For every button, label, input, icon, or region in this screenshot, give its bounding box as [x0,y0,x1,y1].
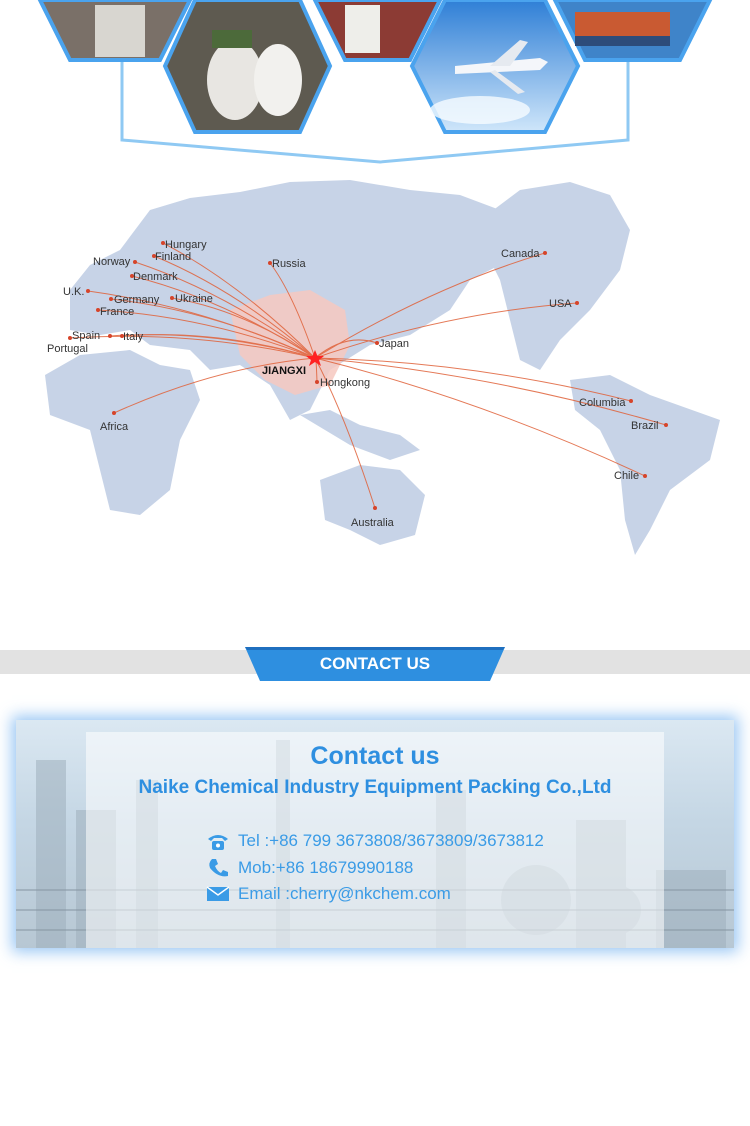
dot-denmark [130,274,134,278]
dot-spain [108,334,112,338]
dot-africa [112,411,116,415]
dot-australia [373,506,377,510]
bags-photo [162,0,333,134]
phone-icon [208,835,228,850]
label-australia: Australia [351,517,395,529]
continents [45,180,720,555]
dot-u-k [86,289,90,293]
route-finland [153,255,316,359]
route-italy [121,334,316,359]
email-row: Email :cherry@nkchem.com [206,884,451,904]
route-france [97,309,316,359]
dot-portugal [68,336,72,340]
mobile-icon [209,859,228,877]
label-africa: Africa [100,421,129,433]
dot-ukraine [170,296,174,300]
dot-japan [375,341,379,345]
label-japan: Japan [379,338,409,350]
warehouse-photo [37,0,193,62]
label-italy: Italy [123,331,144,343]
dot-chile [643,474,647,478]
cargo-ship-photo [552,0,713,62]
route-germany [110,298,316,359]
label-finland: Finland [155,251,191,263]
label-chile: Chile [614,470,639,482]
company-name: Naike Chemical Industry Equipment Packin… [138,777,612,798]
dot-usa [575,301,579,305]
mobile-row: Mob:+86 18679990188 [206,858,413,878]
label-canada: Canada [501,248,540,260]
route-australia [314,357,376,509]
contact-card: Contact us Naike Chemical Industry Equip… [16,720,734,948]
loading-photo [312,0,443,62]
dot-canada [543,251,547,255]
label-norway: Norway [93,256,131,268]
route-canada [314,252,546,359]
route-norway [134,261,316,359]
dot-hongkong [315,380,319,384]
route-chile [314,357,646,477]
label-spain: Spain [72,330,100,342]
label-hongkong: Hongkong [320,377,370,389]
label-denmark: Denmark [133,271,178,283]
route-columbia [314,357,632,402]
tel-row: Tel :+86 799 3673808/3673809/3673812 [206,831,544,851]
origin-label: JIANGXI [262,365,306,377]
route-hungary [162,242,316,359]
route-ukraine [171,297,316,359]
label-france: France [100,306,134,318]
dot-brazil [664,423,668,427]
dot-finland [152,254,156,258]
route-japan [314,339,378,359]
dot-italy [120,334,124,338]
airplane-photo [409,0,581,134]
label-brazil: Brazil [631,420,659,432]
export-routes [69,242,667,509]
route-russia [269,262,316,359]
label-portugal: Portugal [47,343,88,355]
label-columbia: Columbia [579,397,626,409]
jiangxi-origin-star-icon [306,350,324,366]
dot-columbia [629,399,633,403]
label-germany: Germany [114,294,160,306]
dot-germany [109,297,113,301]
tel-text[interactable]: Tel :+86 799 3673808/3673809/3673812 [238,831,544,850]
contact-title: Contact us [310,742,440,770]
contact-us-tab [245,647,505,681]
dot-hungary [161,241,165,245]
route-brazil [314,357,667,426]
mobile-text[interactable]: Mob:+86 18679990188 [238,858,414,877]
label-usa: USA [549,298,572,310]
dot-norway [133,260,137,264]
label-u-k: U.K. [63,286,84,298]
label-hungary: Hungary [165,239,207,251]
email-icon [206,886,230,901]
dot-russia [268,261,272,265]
contact-panel [86,732,664,948]
route-africa [113,357,316,414]
city-dots [68,241,668,510]
email-text[interactable]: Email :cherry@nkchem.com [238,884,451,903]
label-ukraine: Ukraine [175,293,213,305]
route-usa [314,302,578,359]
contact-us-heading: CONTACT US [319,654,431,673]
label-russia: Russia [272,258,307,270]
logistics-photo-strip [37,0,713,164]
route-portugal [69,335,316,359]
dot-france [96,308,100,312]
